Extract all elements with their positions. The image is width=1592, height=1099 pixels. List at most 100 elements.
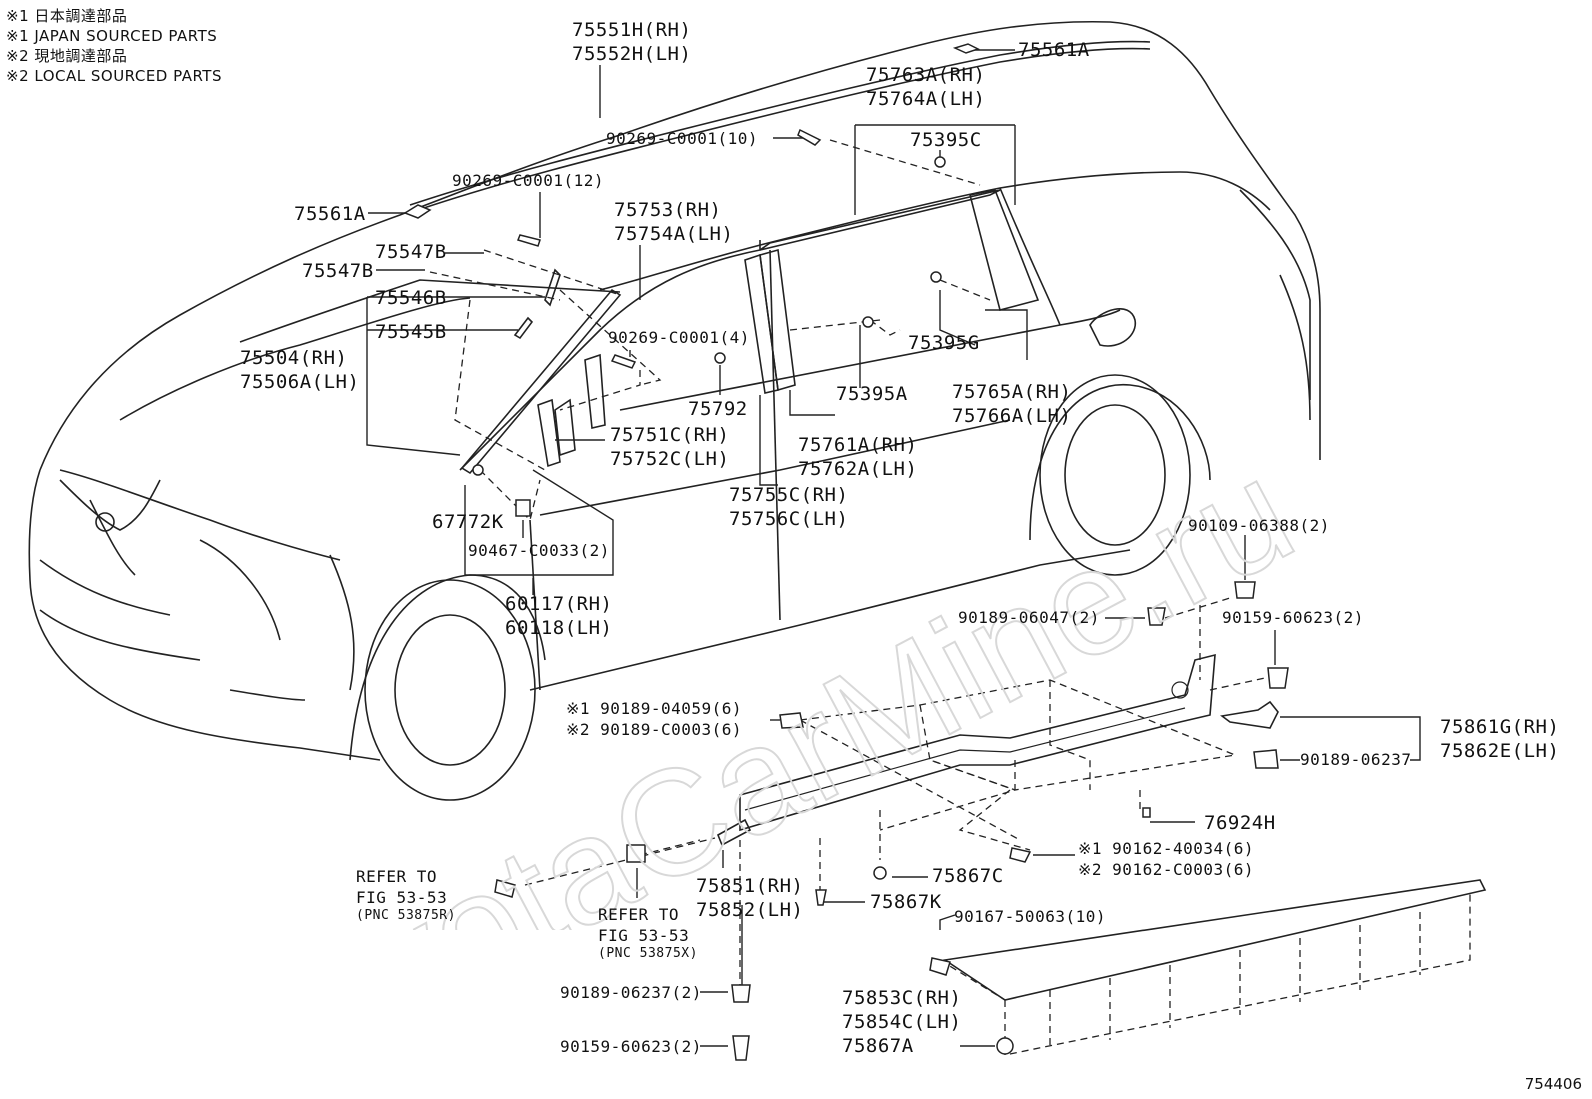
label-90189-06047: 90189-06047(2) [958, 608, 1100, 627]
refer-line: REFER TO [356, 867, 438, 886]
screw-90159-r [1267, 667, 1289, 689]
label-75861: 75861G(RH) 75862E(LH) [1440, 715, 1559, 763]
clip-75867a [996, 1037, 1014, 1055]
part-number: ※1 90189-04059(6) [566, 699, 743, 718]
part-number: 60118(LH) [505, 617, 613, 639]
label-90189-06237-b: 90189-06237(2) [560, 983, 702, 1002]
refer-note-mid: REFER TO FIG 53-53 (PNC 53875X) [598, 904, 698, 962]
part-number: 75862E(LH) [1440, 740, 1560, 762]
label-75851: 75851(RH) 75852(LH) [696, 874, 803, 922]
label-75867a: 75867A [842, 1035, 914, 1057]
part-number: 75766A(LH) [952, 405, 1072, 427]
clip-75395a [862, 316, 874, 328]
label-67772k: 67772K [432, 511, 504, 533]
leader-lines [366, 49, 1421, 1047]
window-moldings [460, 189, 1040, 475]
part-number: 75852(LH) [696, 899, 804, 921]
label-75547b-1: 75547B [375, 241, 447, 263]
clip-90189-06237-r [1253, 749, 1279, 769]
legend-line: ※2 現地調達部品 [6, 47, 128, 65]
clip-75561a-left [403, 204, 432, 219]
label-75395c: 75395C [910, 129, 982, 151]
fasteners [403, 43, 1289, 1061]
part-number: ※1 90162-40034(6) [1078, 839, 1255, 858]
refer-line: FIG 53-53 [598, 926, 690, 945]
vehicle-outline [28, 20, 1321, 801]
legend-line: ※1 JAPAN SOURCED PARTS [6, 27, 218, 45]
grommet-75792 [714, 352, 726, 364]
part-number: 75504(RH) [240, 347, 348, 369]
label-75867c: 75867C [932, 865, 1004, 887]
part-number: 75755C(RH) [729, 484, 849, 506]
screw-90159-b [732, 1035, 750, 1061]
pad-76924h [1142, 807, 1151, 818]
label-90167: 90167-50063(10) [954, 907, 1106, 926]
bolt-90109 [1234, 581, 1256, 599]
part-number: 75551H(RH) [572, 19, 692, 41]
label-75867k: 75867K [870, 891, 942, 913]
refer-note-left: REFER TO FIG 53-53 (PNC 53875R) [356, 866, 456, 924]
refer-line: (PNC 53875R) [356, 908, 456, 923]
part-number: ※2 90189-C0003(6) [566, 720, 743, 739]
label-75765: 75765A(RH) 75766A(LH) [952, 380, 1071, 428]
label-90159-60623-r: 90159-60623(2) [1222, 608, 1364, 627]
label-90189-04059: ※1 90189-04059(6) ※2 90189-C0003(6) [566, 698, 742, 740]
label-75545b: 75545B [375, 321, 447, 343]
clip-75395g [930, 271, 942, 283]
label-75547b-2: 75547B [302, 260, 374, 282]
legend-line: ※2 LOCAL SOURCED PARTS [6, 67, 222, 85]
label-75504: 75504(RH) 75506A(LH) [240, 346, 359, 394]
clip-refer-mid [626, 844, 646, 863]
clip-67772k [472, 464, 484, 476]
part-number: 75754A(LH) [614, 223, 734, 245]
part-number: 75756C(LH) [729, 508, 849, 530]
screw-90162 [1009, 847, 1032, 863]
part-number: 75861G(RH) [1440, 716, 1560, 738]
bracket-75861 [1220, 700, 1279, 729]
part-number: 75752C(LH) [610, 448, 730, 470]
bolt-refer-left [494, 879, 516, 898]
figure-number: 754406 [1524, 1075, 1582, 1093]
part-number: 75552H(LH) [572, 43, 692, 65]
label-90109: 90109-06388(2) [1188, 516, 1330, 535]
label-90189-06237-r: 90189-06237 [1300, 750, 1412, 769]
label-75561a-top: 75561A [1018, 39, 1090, 61]
label-75751: 75751C(RH) 75752C(LH) [610, 423, 729, 471]
label-75763: 75763A(RH) 75764A(LH) [866, 63, 985, 111]
label-75755: 75755C(RH) 75756C(LH) [729, 483, 848, 531]
clip-90189-06047 [1147, 607, 1166, 626]
part-number: 75751C(RH) [610, 424, 730, 446]
label-75395a: 75395A [836, 383, 908, 405]
label-75395g: 75395G [908, 332, 980, 354]
refer-line: FIG 53-53 [356, 888, 448, 907]
clip-75867c [873, 866, 887, 880]
label-90159-60623-b: 90159-60623(2) [560, 1037, 702, 1056]
label-75792: 75792 [688, 398, 748, 420]
part-number: 75761A(RH) [798, 434, 918, 456]
legend-line: ※1 日本調達部品 [6, 7, 128, 25]
nut-90467 [515, 499, 531, 517]
label-90467: 90467-C0033(2) [468, 541, 610, 560]
label-90269-12: 90269-C0001(12) [452, 171, 604, 190]
part-number: 75763A(RH) [866, 64, 986, 86]
label-75761: 75761A(RH) 75762A(LH) [798, 433, 917, 481]
refer-line: REFER TO [598, 905, 680, 924]
label-60117: 60117(RH) 60118(LH) [505, 592, 612, 640]
clip-90189-04059 [779, 712, 804, 729]
label-90269-10: 90269-C0001(10) [606, 129, 758, 148]
assembly-dash-lines [429, 139, 1266, 1001]
clip-90189-06237-b [731, 984, 751, 1003]
part-number: 75506A(LH) [240, 371, 360, 393]
part-number: 75854C(LH) [842, 1011, 962, 1033]
rivet-90269-12 [516, 234, 541, 247]
refer-line: (PNC 53875X) [598, 946, 698, 961]
rocker-cover [942, 879, 1487, 1056]
label-75853: 75853C(RH) 75854C(LH) [842, 986, 961, 1034]
part-number: ※2 90162-C0003(6) [1078, 860, 1255, 879]
rivet-90269-4 [610, 354, 637, 369]
label-90269-4: 90269-C0001(4) [608, 328, 750, 347]
part-number: 60117(RH) [505, 593, 613, 615]
label-76924h: 76924H [1204, 812, 1276, 834]
clip-75561a-top [952, 43, 980, 54]
label-75753: 75753(RH) 75754A(LH) [614, 198, 733, 246]
